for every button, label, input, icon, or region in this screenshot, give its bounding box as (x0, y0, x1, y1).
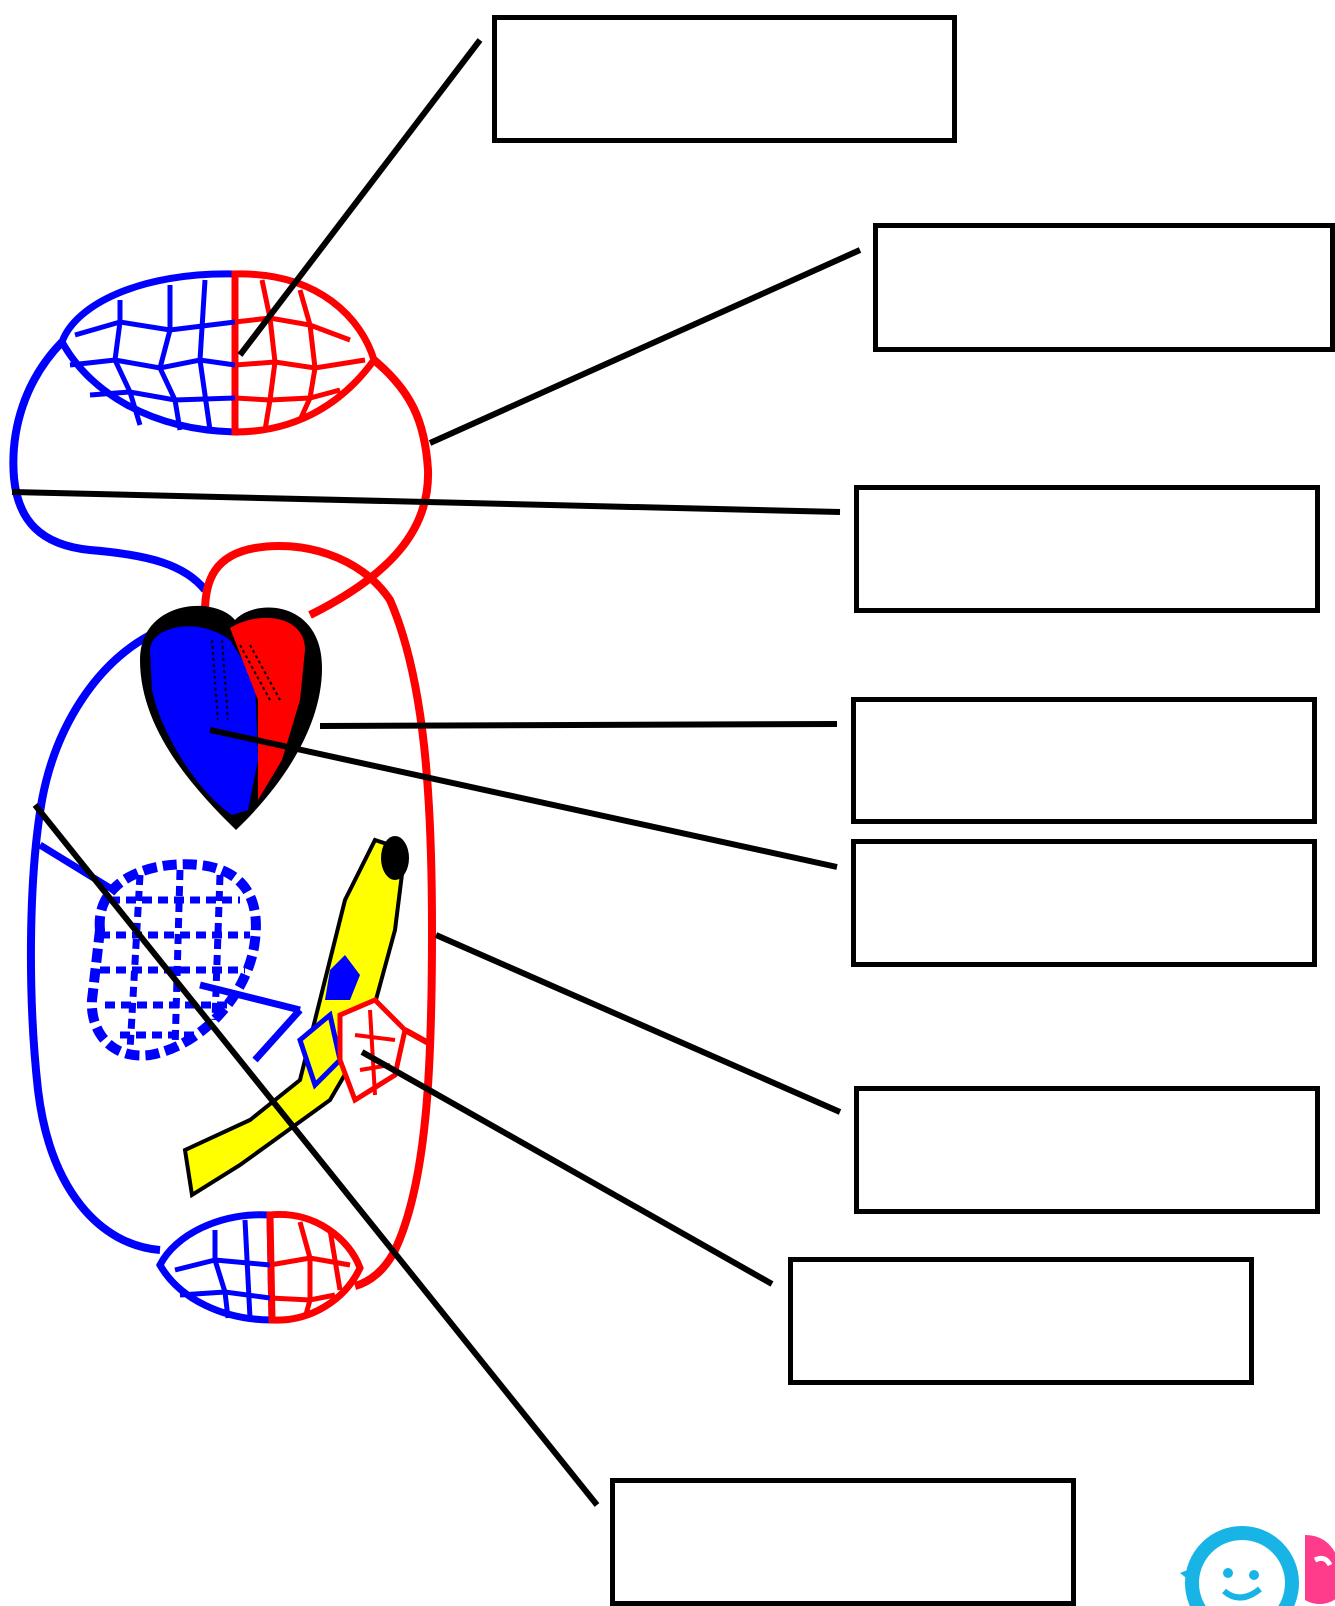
label-box-8[interactable] (610, 1478, 1076, 1606)
label-box-6[interactable] (854, 1086, 1320, 1214)
upper-capillary-bed (58, 270, 378, 436)
liver-icon (38, 842, 303, 1063)
logo-face-icon (1180, 1525, 1335, 1606)
leader-lines (11, 38, 862, 1507)
upper-vessels (9, 339, 437, 1290)
heart-icon (140, 605, 322, 830)
label-box-1[interactable] (492, 15, 957, 143)
body-capillary-icon (156, 1210, 364, 1324)
intestine-icon (182, 836, 434, 1199)
label-box-2[interactable] (873, 223, 1335, 352)
label-box-3[interactable] (854, 485, 1320, 613)
label-box-5[interactable] (851, 839, 1317, 967)
label-box-4[interactable] (851, 697, 1317, 824)
label-box-7[interactable] (788, 1257, 1254, 1385)
